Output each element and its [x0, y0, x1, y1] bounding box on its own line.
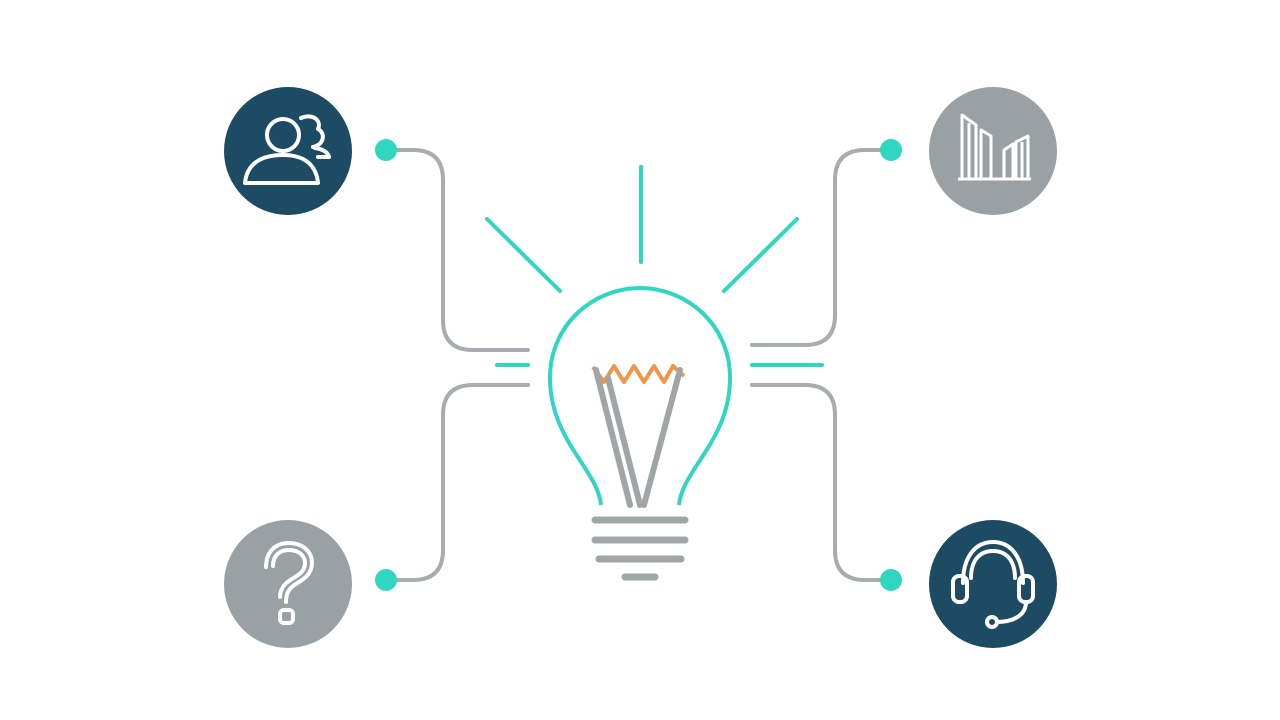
- ray-left: [485, 217, 562, 293]
- node-bottom-left: [224, 520, 352, 648]
- connector-top-left: [384, 148, 530, 352]
- dot-top-left: [375, 139, 397, 161]
- ray-right: [722, 217, 799, 293]
- node-top-right: [929, 87, 1057, 215]
- question-mark-icon: [264, 541, 314, 625]
- bulb-filament-wires: [593, 367, 683, 508]
- bulb-glass: [548, 286, 732, 506]
- bulb-filament-zigzag: [591, 364, 686, 384]
- node-circle: [929, 87, 1057, 215]
- people-icon: [243, 114, 331, 185]
- dot-bottom-right: [880, 569, 902, 591]
- dot-bottom-left: [375, 569, 397, 591]
- connector-top-right: [750, 148, 893, 347]
- light-rays: [485, 165, 799, 293]
- lightbulb-icon: [548, 286, 732, 581]
- node-circle: [929, 520, 1057, 648]
- bulb-base: [591, 516, 689, 581]
- connector-lines: [384, 148, 893, 582]
- connector-bottom-left: [384, 383, 530, 582]
- node-bottom-right: [929, 520, 1057, 648]
- filament-wire-3: [641, 367, 683, 508]
- bar-chart-icon: [958, 113, 1031, 181]
- filament-wire-1: [593, 367, 633, 508]
- filament-wire-2: [605, 375, 643, 508]
- dot-top-right: [880, 139, 902, 161]
- node-top-left: [224, 87, 352, 215]
- connector-dots: [375, 139, 902, 591]
- headset-icon: [951, 540, 1035, 629]
- connector-bottom-right: [750, 383, 893, 582]
